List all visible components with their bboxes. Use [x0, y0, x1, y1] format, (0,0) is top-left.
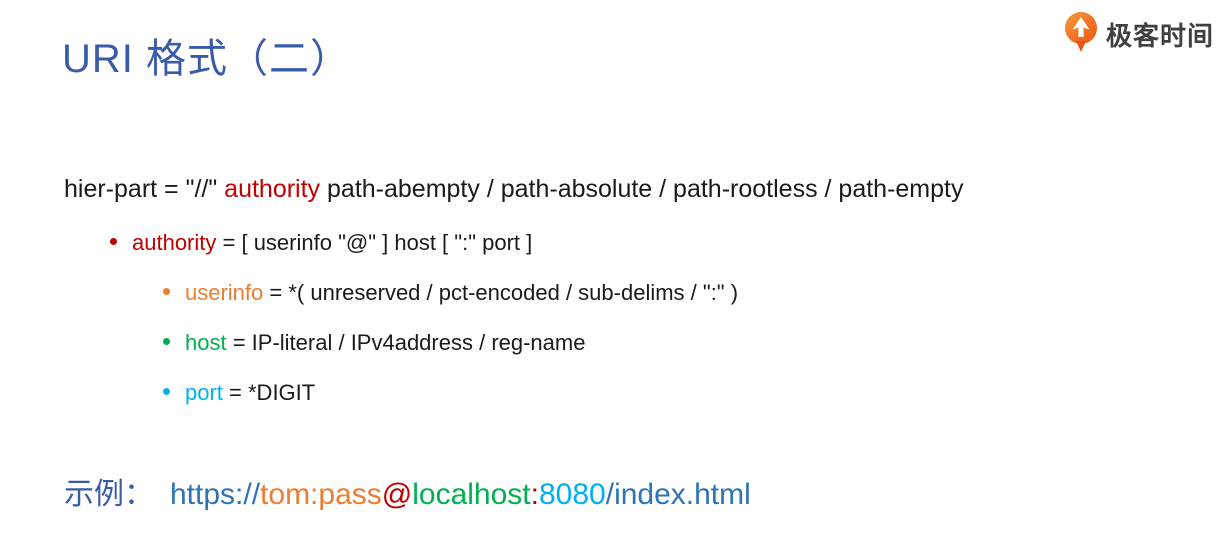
url-segment-port-colon: : — [530, 478, 539, 511]
url-segment-port: 8080 — [538, 478, 606, 511]
geektime-pin-icon — [1062, 10, 1100, 59]
hier-part-definition: hier-part = "//" authority path-abempty … — [64, 174, 963, 205]
bullet-dot — [163, 287, 170, 295]
url-segment-at-sign: @ — [381, 478, 413, 511]
hier-part-suffix: path-abempty / path-absolute / path-root… — [320, 175, 964, 203]
bullet-dot — [163, 387, 170, 395]
bullet-item-userinfo: userinfo = *( unreserved / pct-encoded /… — [163, 280, 738, 306]
bullet-item-port: port = *DIGIT — [163, 380, 315, 406]
bullet-item-host: host = IP-literal / IPv4address / reg-na… — [163, 330, 585, 356]
hier-part-prefix: hier-part = "//" — [64, 175, 225, 203]
keyword-userinfo: userinfo — [185, 280, 264, 305]
keyword-host: host — [185, 330, 227, 355]
url-segment-scheme: https:// — [170, 478, 261, 511]
url-segment-userinfo: tom:pass — [260, 478, 382, 511]
page-title: URI 格式（二） — [62, 37, 351, 81]
keyword-authority: authority — [132, 230, 217, 255]
url-segment-path: /index.html — [605, 478, 751, 511]
definition-userinfo: = *( unreserved / pct-encoded / sub-deli… — [263, 280, 739, 305]
geektime-logo: 极客时间 — [1062, 10, 1214, 59]
hier-part-keyword-authority: authority — [224, 175, 321, 203]
keyword-port: port — [185, 380, 223, 405]
url-segment-host: localhost — [412, 478, 531, 511]
bullet-item-authority: authority = [ userinfo "@" ] host [ ":" … — [110, 230, 532, 256]
geektime-logo-text: 极客时间 — [1105, 21, 1214, 51]
definition-host: = IP-literal / IPv4address / reg-name — [226, 330, 586, 355]
bullet-dot — [163, 337, 170, 345]
example-label: 示例： — [64, 478, 154, 511]
definition-authority: = [ userinfo "@" ] host [ ":" port ] — [216, 230, 533, 255]
example-line: 示例： https://tom:pass@localhost:8080/index… — [64, 477, 751, 513]
definition-port: = *DIGIT — [222, 380, 316, 405]
bullet-dot — [110, 237, 117, 245]
